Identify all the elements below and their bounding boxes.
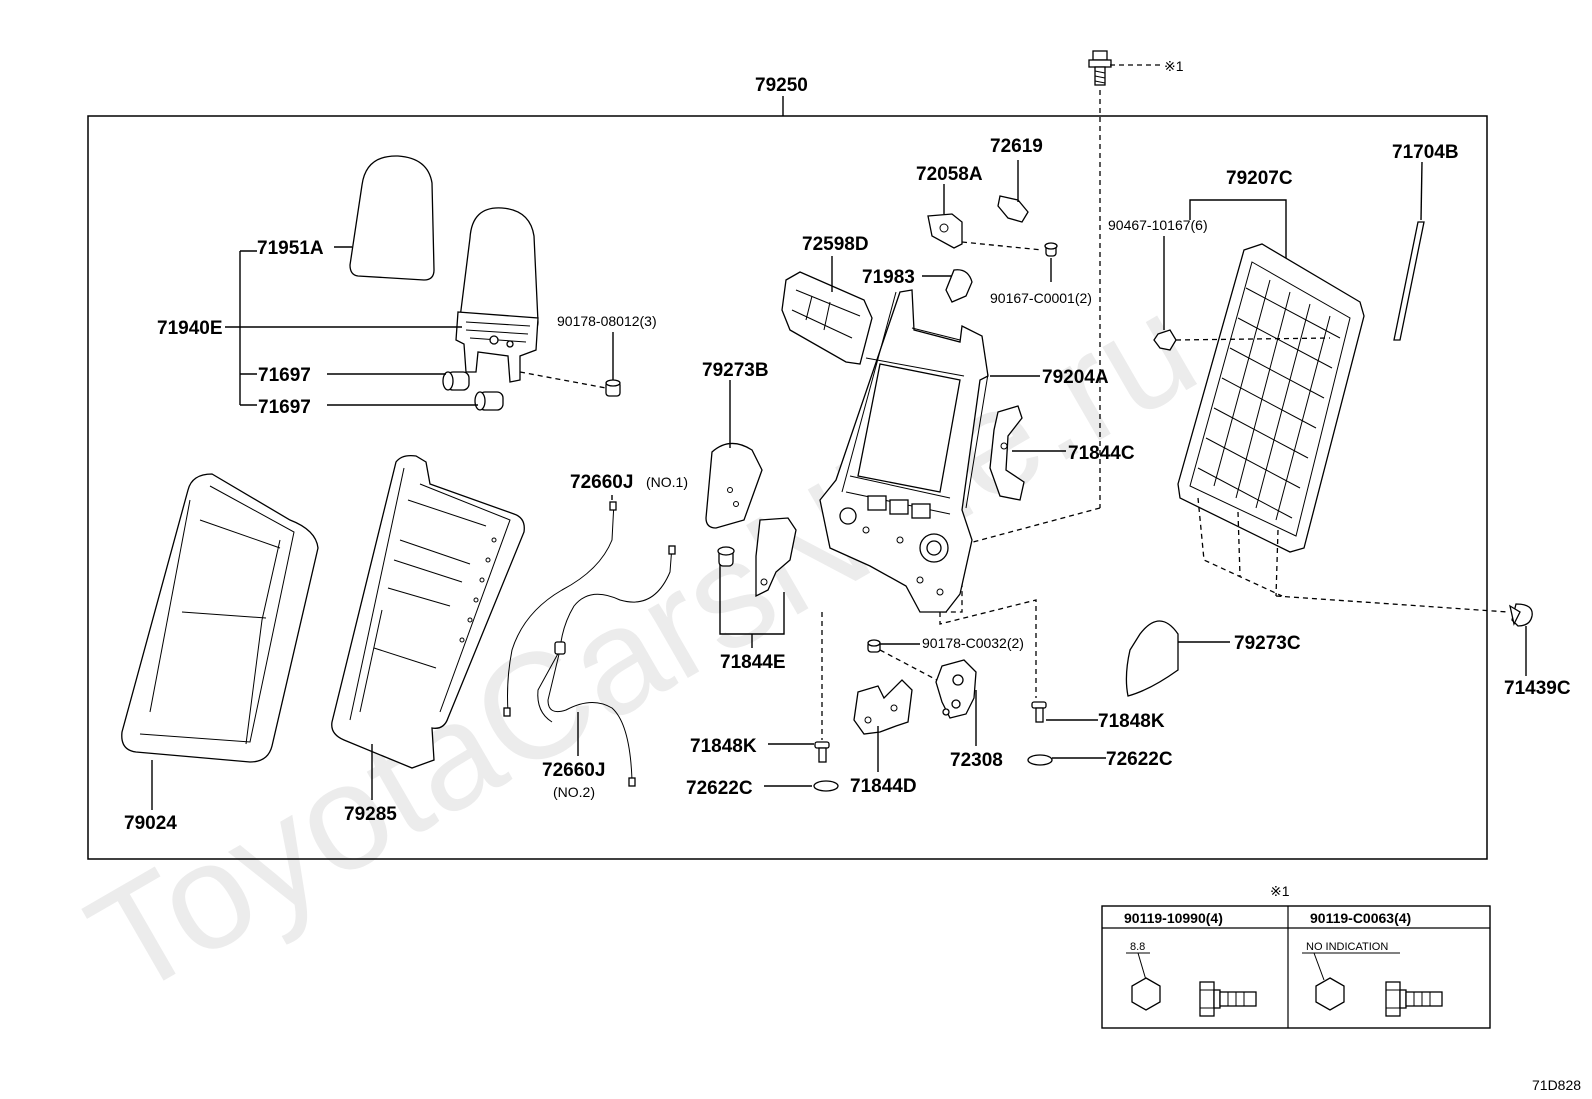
support-71697-a[interactable] [442, 371, 470, 391]
legend-ref-mark: ※1 [1270, 883, 1290, 899]
part-72058a[interactable] [927, 213, 963, 249]
label-72660j-no2-note: (NO.2) [553, 784, 595, 800]
hex-head-8-8-icon [1131, 977, 1161, 1011]
label-71983[interactable]: 71983 [862, 267, 915, 288]
label-79207c[interactable]: 79207C [1226, 168, 1293, 189]
bracket-71844d[interactable] [853, 679, 913, 735]
clip-71844e-icon[interactable] [717, 546, 735, 567]
label-90178-c0032[interactable]: 90178-C0032(2) [922, 635, 1024, 651]
nut-90178-08012-icon[interactable] [605, 379, 621, 397]
label-79273c[interactable]: 79273C [1234, 633, 1301, 654]
label-79204a[interactable]: 79204A [1042, 367, 1109, 388]
label-71704b[interactable]: 71704B [1392, 142, 1459, 163]
wire-harness-72660j-no1[interactable] [503, 501, 617, 717]
label-79285[interactable]: 79285 [344, 804, 397, 825]
label-72598d[interactable]: 72598D [802, 234, 869, 255]
wire-harness-72660j-no2[interactable] [537, 545, 676, 787]
label-71439c[interactable]: 71439C [1504, 678, 1571, 699]
label-71844e[interactable]: 71844E [720, 652, 786, 673]
washer-72622c-left-icon[interactable] [813, 780, 839, 792]
label-72660j-no1[interactable]: 72660J [570, 472, 633, 493]
label-72308[interactable]: 72308 [950, 750, 1003, 771]
label-71848k-left[interactable]: 71848K [690, 736, 757, 757]
legend-col1-header[interactable]: 90119-10990(4) [1124, 910, 1223, 926]
support-71697-b[interactable] [474, 391, 504, 411]
label-72660j-no1-note: (NO.1) [646, 474, 688, 490]
clip-90167-c0001-icon[interactable] [1044, 242, 1058, 257]
clip-71439c-icon[interactable] [1509, 603, 1533, 627]
label-71844d[interactable]: 71844D [850, 776, 917, 797]
bolt-90119-10990-icon [1199, 981, 1257, 1017]
label-71940e[interactable]: 71940E [157, 318, 223, 339]
assembly-frame [87, 115, 1488, 860]
cover-79273b[interactable] [705, 442, 763, 529]
bolt-top-icon [1088, 50, 1112, 86]
part-71983[interactable] [945, 269, 973, 303]
cover-79273c[interactable] [1125, 620, 1179, 697]
label-72622c-left[interactable]: 72622C [686, 778, 753, 799]
seatback-frame-79204a[interactable] [819, 289, 989, 613]
headrest-frame-71940e [455, 311, 539, 383]
part-71844c[interactable] [989, 405, 1025, 501]
seatback-pad-79285[interactable] [331, 454, 525, 769]
label-71697-a[interactable]: 71697 [258, 365, 311, 386]
legend-col2-header[interactable]: 90119-C0063(4) [1310, 910, 1411, 926]
label-71951a[interactable]: 71951A [257, 238, 324, 259]
label-90467-10167[interactable]: 90467-10167(6) [1108, 217, 1208, 233]
label-79250[interactable]: 79250 [755, 75, 808, 96]
bolt-71848k-right-icon[interactable] [1031, 701, 1047, 723]
label-ref1-top: ※1 [1164, 58, 1184, 74]
rod-71704b[interactable] [1393, 221, 1425, 341]
label-72619[interactable]: 72619 [990, 136, 1043, 157]
part-72619[interactable] [997, 195, 1029, 223]
bolt-legend-table [1101, 905, 1491, 1029]
label-71848k-right[interactable]: 71848K [1098, 711, 1165, 732]
bolt-71848k-left-icon[interactable] [814, 741, 830, 763]
label-79273b[interactable]: 79273B [702, 360, 769, 381]
figure-code: 71D828 [1532, 1077, 1581, 1093]
nut-90178-c0032-icon[interactable] [867, 639, 881, 653]
headrest-71940e[interactable] [459, 207, 539, 331]
label-72622c-right[interactable]: 72622C [1106, 749, 1173, 770]
label-79024[interactable]: 79024 [124, 813, 177, 834]
seatback-board-79207c[interactable] [1177, 243, 1365, 553]
label-90167-c0001[interactable]: 90167-C0001(2) [990, 290, 1092, 306]
hex-head-no-indication-icon [1315, 977, 1345, 1011]
label-72660j-no2[interactable]: 72660J [542, 760, 605, 781]
seatback-cover-79024[interactable] [121, 473, 319, 763]
bracket-71844e[interactable] [755, 517, 797, 598]
legend-col1-note: 8.8 [1130, 941, 1145, 953]
cover-72598d[interactable] [781, 271, 873, 365]
headrest-71951a[interactable] [349, 155, 435, 281]
washer-72622c-right-icon[interactable] [1027, 754, 1053, 766]
label-71844c[interactable]: 71844C [1068, 443, 1135, 464]
legend-col2-note: NO INDICATION [1306, 941, 1388, 953]
label-90178-08012[interactable]: 90178-08012(3) [557, 313, 657, 329]
recliner-72308[interactable] [935, 659, 977, 719]
label-72058a[interactable]: 72058A [916, 164, 983, 185]
label-71697-b[interactable]: 71697 [258, 397, 311, 418]
clip-90467-10167-icon[interactable] [1153, 329, 1177, 351]
bolt-90119-c0063-icon [1385, 981, 1443, 1017]
